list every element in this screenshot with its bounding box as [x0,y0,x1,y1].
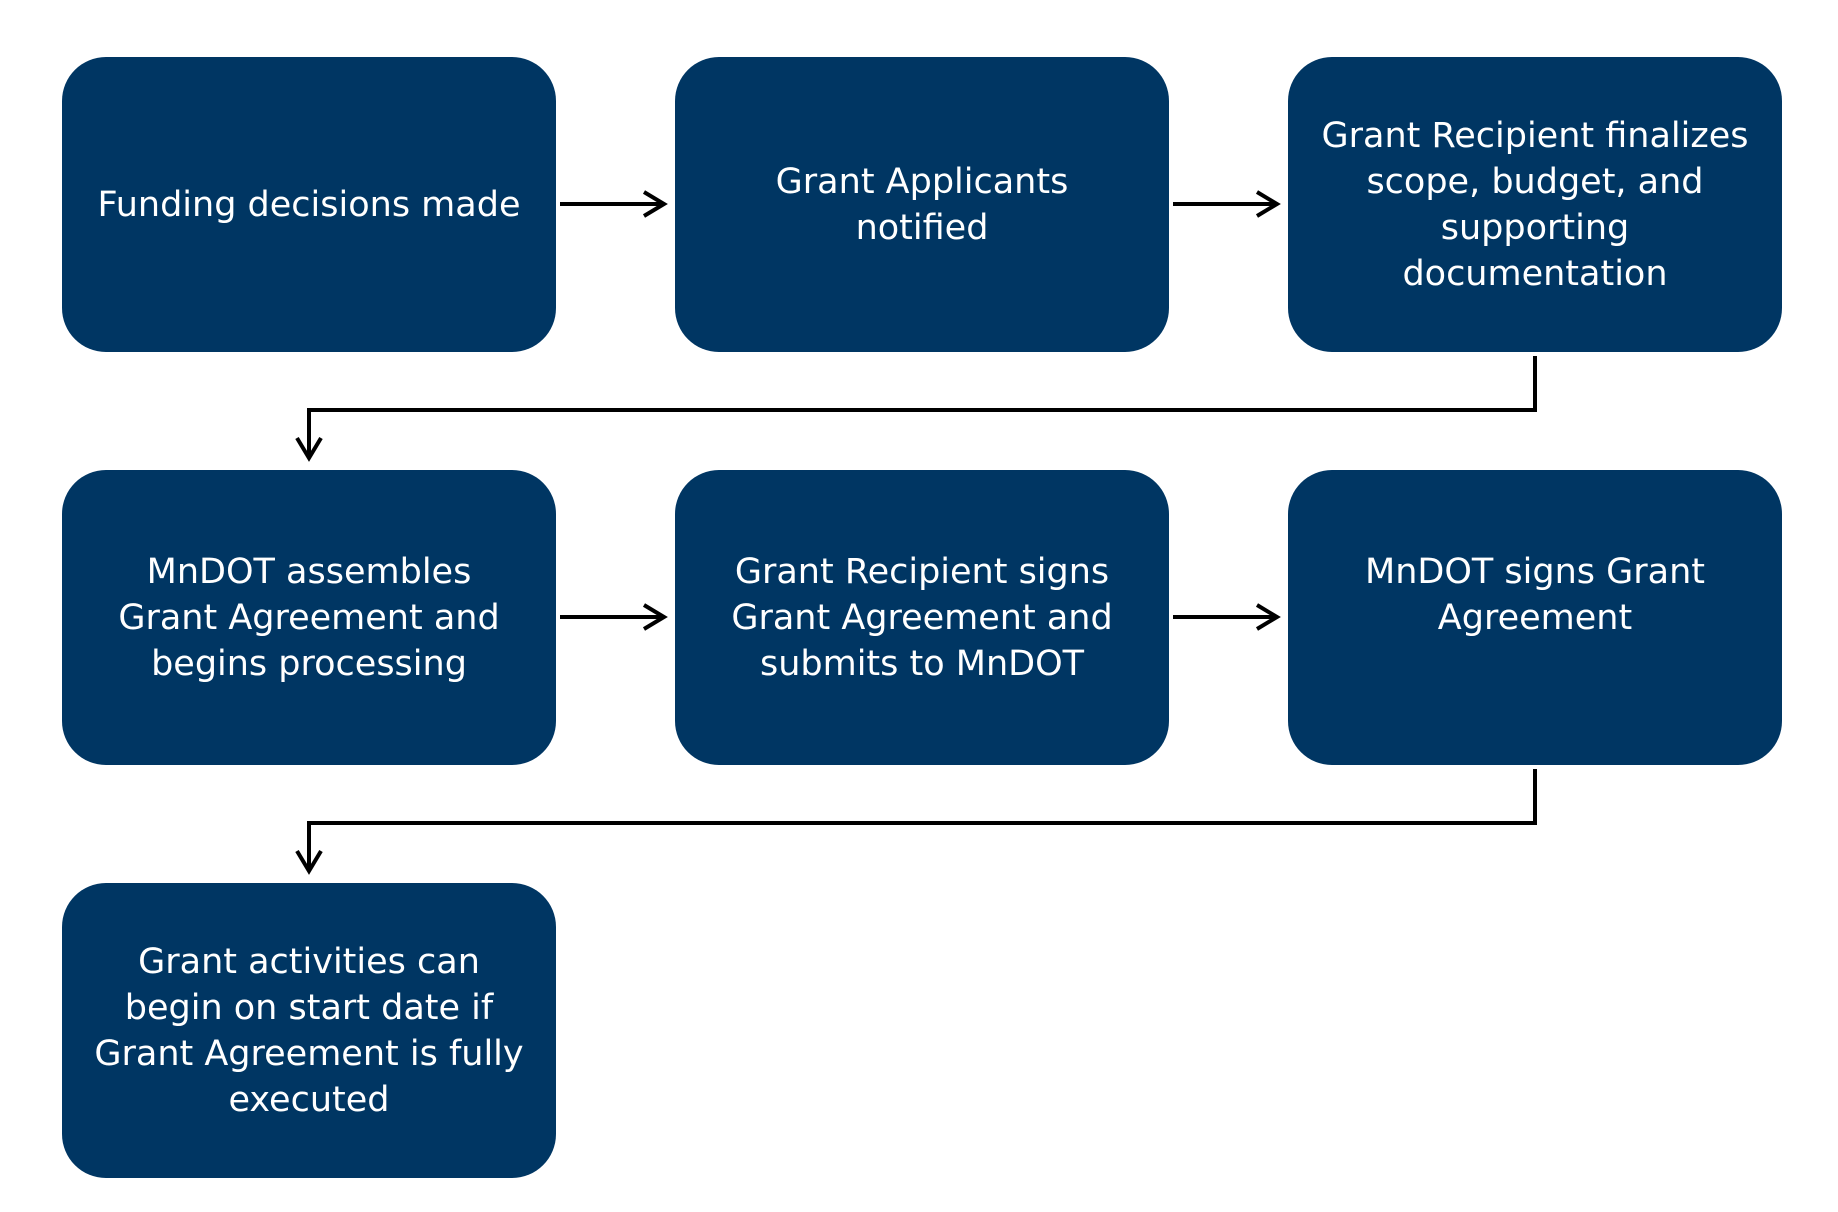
step-label: Grant Recipient signs Grant Agreement an… [731,551,1113,684]
arrow-5-to-6 [1173,603,1281,631]
arrow-3-to-4 [295,356,1537,462]
step-label: Grant Recipient finalizes scope, budget,… [1321,115,1749,294]
step-label: MnDOT assembles Grant Agreement and begi… [118,551,500,684]
arrow-1-to-2 [560,190,668,218]
step-box-applicants-notified: Grant Applicants notified [675,57,1169,352]
step-box-activities-begin: Grant activities can begin on start date… [62,883,556,1178]
step-box-mndot-assembles: MnDOT assembles Grant Agreement and begi… [62,470,556,765]
step-label: MnDOT signs Grant Agreement [1365,551,1705,638]
step-label: Funding decisions made [97,184,521,225]
step-box-recipient-signs: Grant Recipient signs Grant Agreement an… [675,470,1169,765]
step-box-mndot-signs: MnDOT signs Grant Agreement [1288,470,1782,765]
arrow-6-to-7 [295,769,1537,875]
step-box-recipient-finalizes: Grant Recipient finalizes scope, budget,… [1288,57,1782,352]
arrow-4-to-5 [560,603,668,631]
arrow-2-to-3 [1173,190,1281,218]
step-label: Grant activities can begin on start date… [94,941,524,1120]
step-label: Grant Applicants notified [775,161,1069,248]
step-box-funding-decisions: Funding decisions made [62,57,556,352]
